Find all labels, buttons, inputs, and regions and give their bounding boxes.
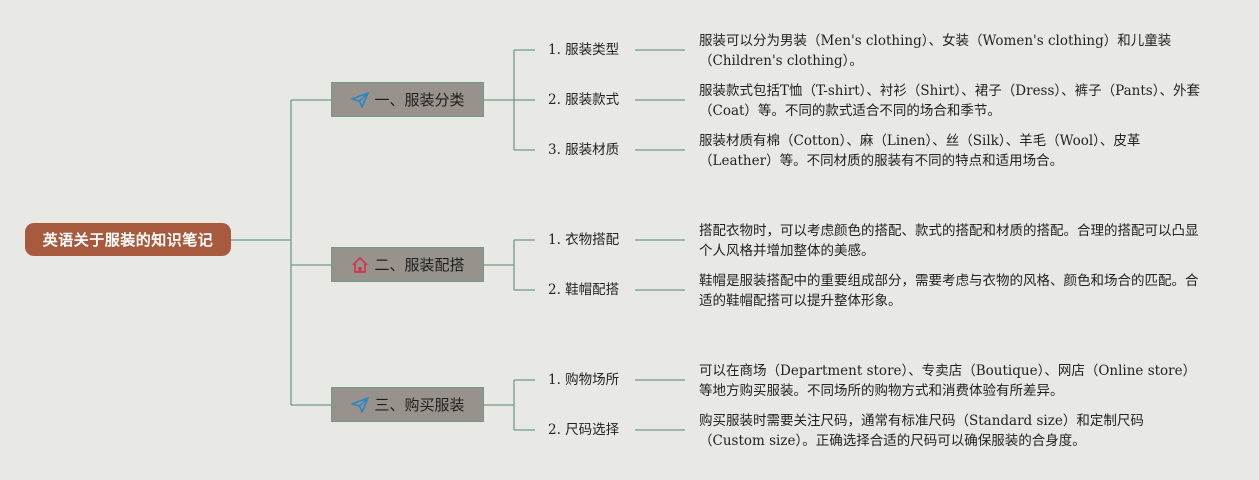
subtopic-shopping-places[interactable]: 1. 购物场所: [548, 372, 620, 388]
category-label: 一、服装分类: [374, 91, 465, 109]
note-size-choice: 购买服装时需要关注尺码，通常有标准尺码（Standard size）和定制尺码（…: [699, 413, 1144, 449]
note-shopping-places: 可以在商场（Department store）、专卖店（Boutique）、网店…: [699, 363, 1197, 399]
note-clothing-types: 服装可以分为男装（Men's clothing）、女装（Women's clot…: [699, 33, 1172, 69]
category-label: 三、购买服装: [374, 396, 465, 414]
category-node-classification[interactable]: 一、服装分类: [331, 82, 484, 117]
root-node[interactable]: 英语关于服装的知识笔记: [25, 223, 231, 256]
subtopic-clothing-styles[interactable]: 2. 服装款式: [548, 92, 620, 108]
note-clothing-materials: 服装材质有棉（Cotton）、麻（Linen）、丝（Silk）、羊毛（Wool）…: [699, 133, 1141, 169]
subtopic-shoes-hats[interactable]: 2. 鞋帽配搭: [548, 282, 620, 298]
paper-plane-icon: [350, 395, 370, 415]
subtopic-clothing-types[interactable]: 1. 服装类型: [548, 42, 620, 58]
subtopic-clothing-materials[interactable]: 3. 服装材质: [548, 142, 620, 158]
subtopic-size-choice[interactable]: 2. 尺码选择: [548, 422, 620, 438]
category-node-matching[interactable]: 二、服装配搭: [331, 247, 484, 282]
subtopic-outfit-matching[interactable]: 1. 衣物搭配: [548, 232, 620, 248]
note-outfit-matching: 搭配衣物时，可以考虑颜色的搭配、款式的搭配和材质的搭配。合理的搭配可以凸显个人风…: [699, 223, 1199, 259]
category-label: 二、服装配搭: [374, 256, 465, 274]
note-clothing-styles: 服装款式包括T恤（T-shirt）、衬衫（Shirt）、裙子（Dress）、裤子…: [699, 83, 1200, 119]
home-icon: [350, 255, 370, 275]
paper-plane-icon: [350, 90, 370, 110]
category-node-buying[interactable]: 三、购买服装: [331, 387, 484, 422]
note-shoes-hats: 鞋帽是服装搭配中的重要组成部分，需要考虑与衣物的风格、颜色和场合的匹配。合适的鞋…: [699, 273, 1199, 309]
root-node-label: 英语关于服装的知识笔记: [42, 231, 214, 249]
